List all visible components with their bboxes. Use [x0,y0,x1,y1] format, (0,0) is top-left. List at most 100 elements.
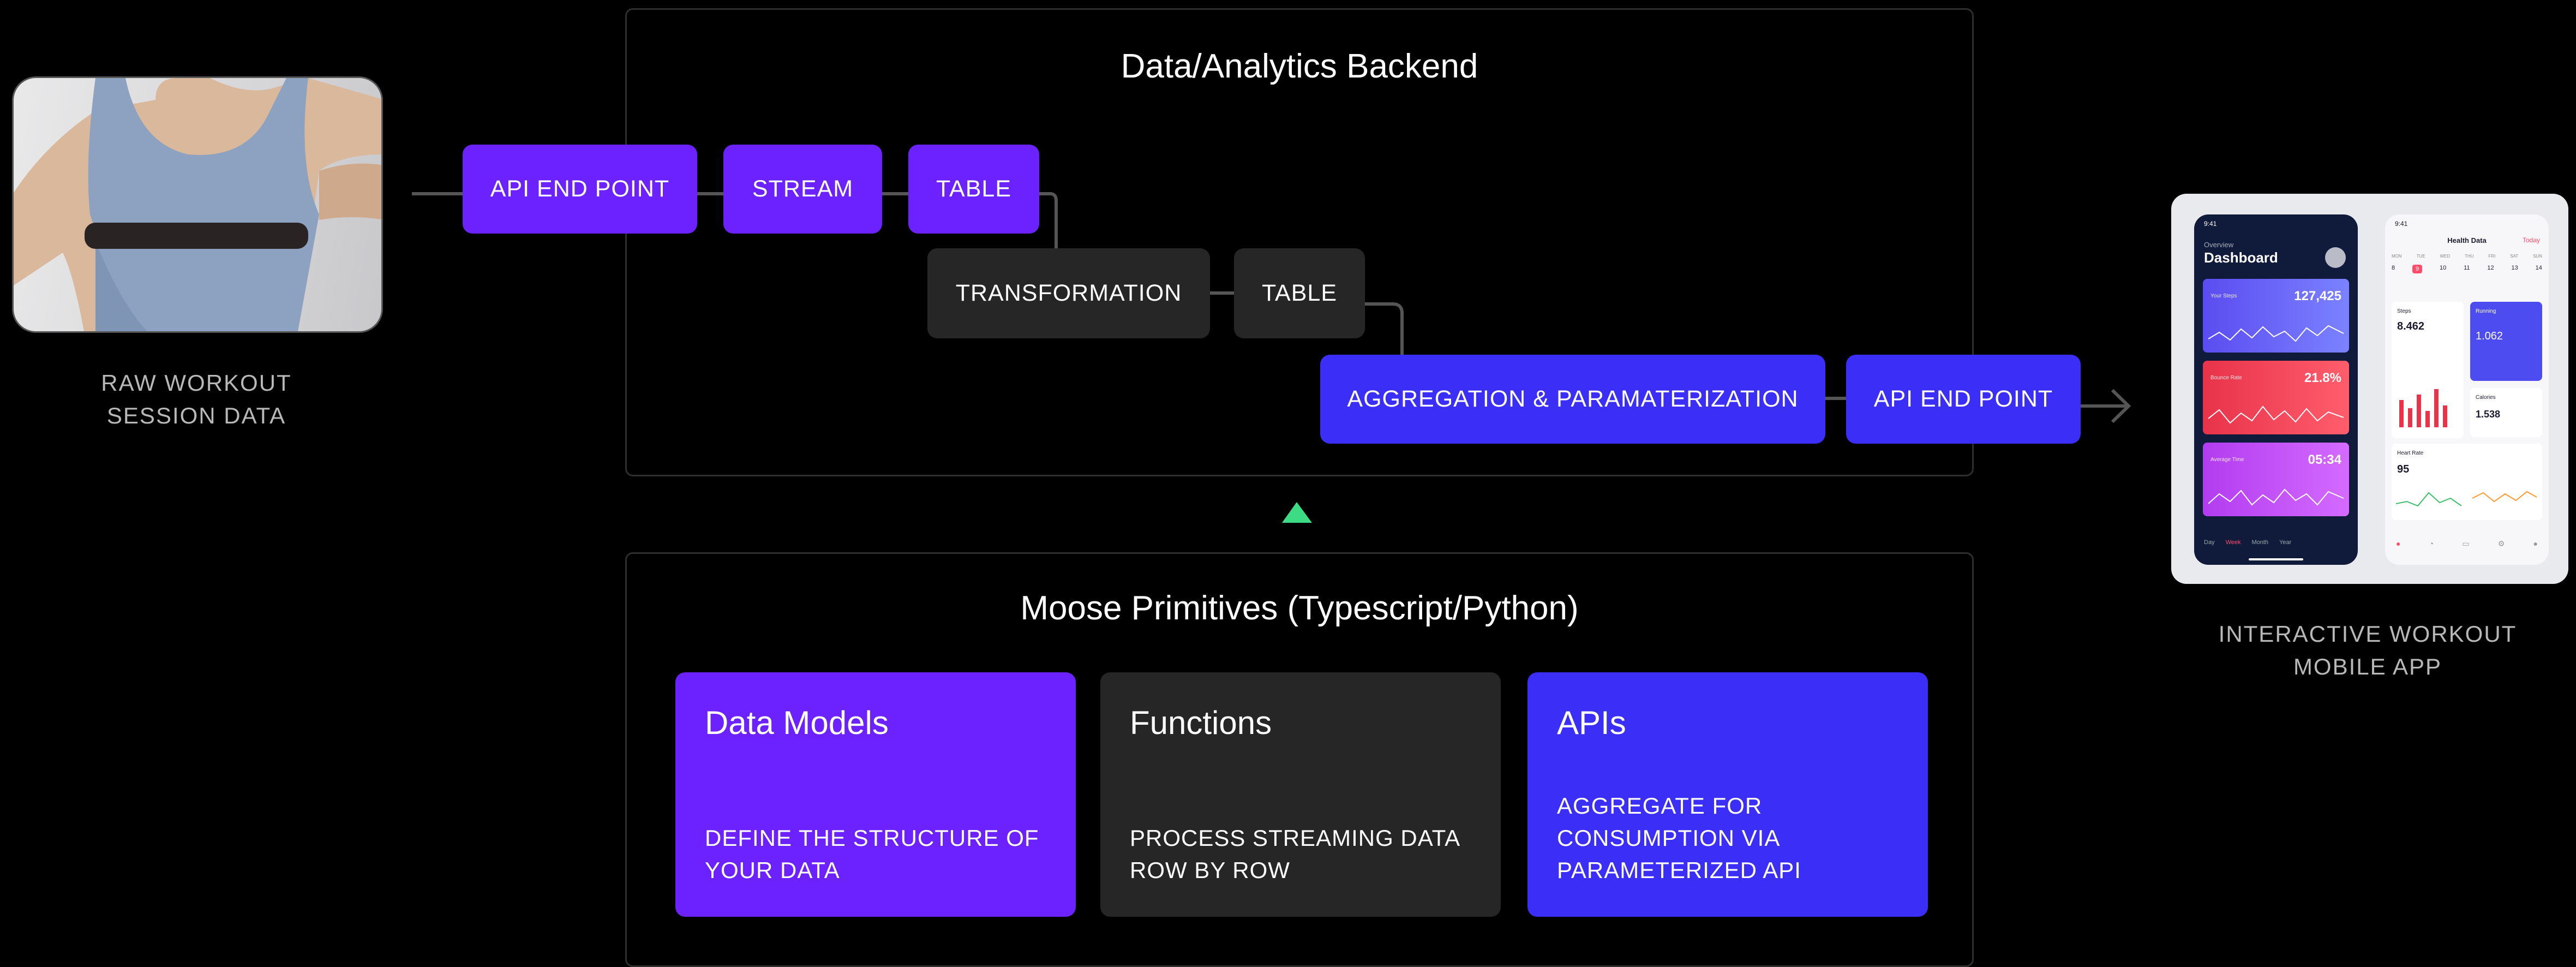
api-endpoint-out-node[interactable]: API END POINT [1846,355,2081,444]
card-description-line: DEFINE THE STRUCTURE OF [705,825,1039,851]
day-label: MON [2392,254,2402,259]
tile-value: 1.062 [2476,330,2503,342]
bar-sparkline [2399,389,2447,427]
dashboard-phone: 9:41 Overview Dashboard Your Steps 127,4… [2194,214,2358,565]
health-phone: 9:41 Health Data Today MON TUE WED THU F… [2385,214,2549,565]
day-label: SAT [2510,254,2519,259]
dashboard-title: Dashboard [2204,249,2278,266]
settings-icon[interactable]: ⚙ [2497,539,2505,548]
today-link[interactable]: Today [2522,236,2540,244]
tab-year[interactable]: Year [2279,539,2292,546]
day-label: FRI [2488,254,2496,259]
arrow-up-icon [1282,502,1312,523]
tile-label: Heart Rate [2397,450,2424,456]
card-label: Your Steps [2210,293,2237,299]
sparkline [2208,488,2344,506]
avatar [2325,247,2346,268]
workout-photo [12,76,383,333]
wifi-icon[interactable]: ◔ [2429,539,2434,548]
arrow-right-icon [2111,389,2131,423]
card-description-line: AGGREGATE FOR [1557,793,1763,819]
date-cell[interactable]: 11 [2464,265,2470,271]
card-description-line: CONSUMPTION VIA [1557,825,1781,851]
data-models-card[interactable]: Data Models DEFINE THE STRUCTURE OF YOUR… [675,672,1076,917]
time-card: Average Time 05:34 [2203,443,2349,516]
table-node-1[interactable]: TABLE [908,145,1039,234]
heart-rate-chart [2396,491,2537,507]
steps-tile: Steps 8.462 [2392,302,2464,438]
health-title: Health Data [2447,236,2487,244]
tile-label: Calories [2476,395,2496,401]
sparkline [2208,405,2344,424]
tab-week[interactable]: Week [2225,539,2241,546]
period-tabs: Day Week Month Year [2204,539,2351,546]
source-caption: RAW WORKOUT SESSION DATA [49,367,344,432]
day-label: SUN [2533,254,2542,259]
calories-tile: Calories 1.538 [2470,388,2542,437]
tile-value: 8.462 [2397,320,2425,332]
primitives-panel: Moose Primitives (Typescript/Python) [625,552,1974,967]
date-cell[interactable]: 8 [2392,265,2395,271]
source-caption-line-1: RAW WORKOUT [101,370,292,396]
sparkline [2208,325,2344,342]
profile-icon[interactable]: ● [2533,539,2538,548]
mobile-app-mockup: 9:41 Overview Dashboard Your Steps 127,4… [2171,194,2568,584]
bottom-nav: ● ◔ ▭ ⚙ ● [2396,539,2538,548]
date-cell[interactable]: 13 [2511,265,2518,271]
day-label: TUE [2416,254,2425,259]
transformation-node[interactable]: TRANSFORMATION [927,248,1210,338]
api-endpoint-in-node[interactable]: API END POINT [463,145,697,234]
day-label: WED [2440,254,2451,259]
app-caption-line-2: MOBILE APP [2293,654,2442,679]
status-time: 9:41 [2204,220,2217,228]
table-node-2[interactable]: TABLE [1234,248,1365,338]
tile-value: 95 [2397,463,2410,475]
status-time: 9:41 [2395,220,2408,228]
card-description-line: YOUR DATA [705,857,840,883]
day-label: THU [2465,254,2474,259]
bounce-card: Bounce Rate 21.8% [2203,361,2349,434]
primitives-title: Moose Primitives (Typescript/Python) [1020,589,1579,627]
tab-day[interactable]: Day [2204,539,2215,546]
tile-label: Running [2476,308,2496,314]
date-cell[interactable]: 12 [2487,265,2494,271]
card-value: 127,425 [2294,289,2341,303]
connector-table-to-aggregation [1365,302,1404,355]
overview-label: Overview [2204,241,2234,249]
running-tile: Running 1.062 [2470,302,2542,381]
card-description: DEFINE THE STRUCTURE OF YOUR DATA [705,822,1054,886]
connector-table-to-transformation [1039,192,1058,248]
card-title: APIs [1557,705,1626,741]
home-icon[interactable]: ● [2396,539,2401,548]
app-caption: INTERACTIVE WORKOUT MOBILE APP [2193,618,2542,683]
backend-panel: Data/Analytics Backend [625,8,1974,476]
steps-card: Your Steps 127,425 [2203,279,2349,353]
apis-card[interactable]: APIs AGGREGATE FOR CONSUMPTION VIA PARAM… [1527,672,1928,917]
card-description-line: PARAMETERIZED API [1557,857,1801,883]
tab-month[interactable]: Month [2251,539,2269,546]
date-cell[interactable]: 9 [2412,265,2423,273]
date-cell[interactable]: 10 [2440,265,2447,271]
card-value: 05:34 [2308,452,2341,467]
week-dates: 8 9 10 11 12 13 14 [2392,265,2542,273]
heart-rate-tile: Heart Rate 95 [2392,444,2542,520]
card-description: AGGREGATE FOR CONSUMPTION VIA PARAMETERI… [1557,790,1906,886]
video-icon[interactable]: ▭ [2462,539,2470,548]
card-description: PROCESS STREAMING DATA ROW BY ROW [1130,822,1479,886]
home-indicator [2249,558,2303,560]
functions-card[interactable]: Functions PROCESS STREAMING DATA ROW BY … [1100,672,1501,917]
card-label: Average Time [2210,457,2244,463]
backend-title: Data/Analytics Backend [1121,47,1478,85]
athlete-illustration [14,78,381,331]
stream-node[interactable]: STREAM [723,145,882,234]
source-caption-line-2: SESSION DATA [106,403,286,428]
aggregation-node[interactable]: AGGREGATION & PARAMATERIZATION [1320,355,1825,444]
card-description-line: ROW BY ROW [1130,857,1290,883]
date-cell[interactable]: 14 [2535,265,2542,271]
card-value: 21.8% [2304,371,2341,385]
card-title: Data Models [705,705,889,741]
tile-label: Steps [2397,308,2411,314]
week-days: MON TUE WED THU FRI SAT SUN [2392,254,2542,259]
app-caption-line-1: INTERACTIVE WORKOUT [2218,621,2517,647]
